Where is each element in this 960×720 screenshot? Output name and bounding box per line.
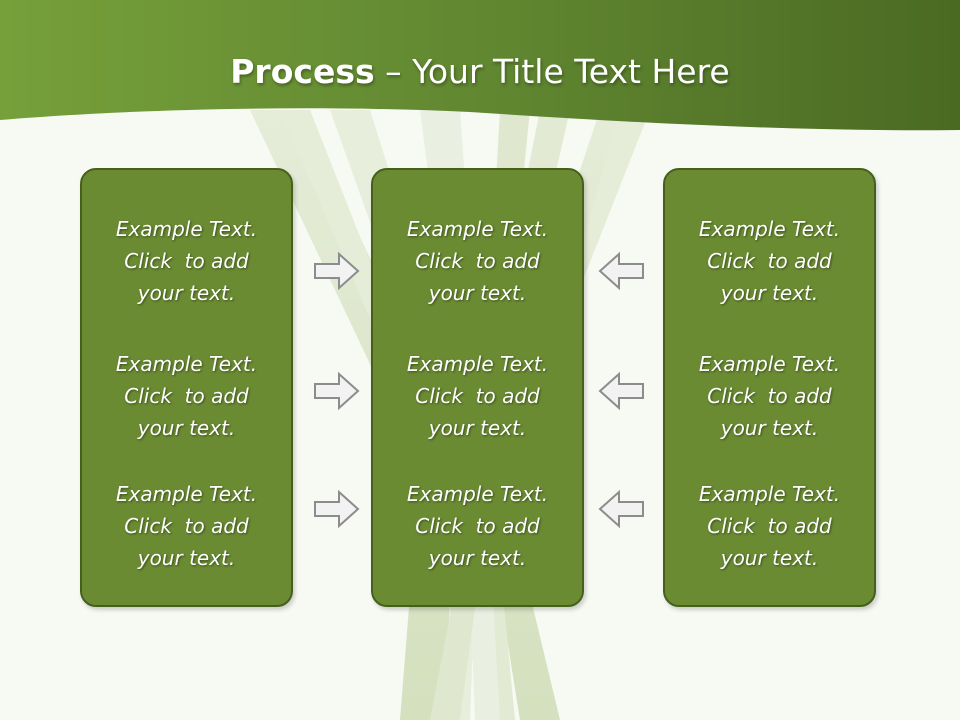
box-text[interactable]: Example Text. Click to add your text. (665, 478, 874, 574)
text-line: Click to add (415, 384, 540, 408)
text-line: Click to add (124, 384, 249, 408)
text-line: Click to add (707, 384, 832, 408)
box-text[interactable]: Example Text. Click to add your text. (373, 213, 582, 309)
text-line: Example Text. (406, 482, 549, 506)
title-bold: Process (230, 52, 375, 91)
text-line: Click to add (415, 249, 540, 273)
text-line: Click to add (415, 514, 540, 538)
process-box-left[interactable]: Example Text. Click to add your text. Ex… (80, 168, 293, 607)
arrow-right-icon (314, 489, 360, 529)
text-line: your text. (137, 416, 236, 440)
slide-title: Process – Your Title Text Here (0, 52, 960, 91)
box-text[interactable]: Example Text. Click to add your text. (82, 213, 291, 309)
box-text[interactable]: Example Text. Click to add your text. (665, 348, 874, 444)
box-text[interactable]: Example Text. Click to add your text. (373, 478, 582, 574)
arrow-left-icon (598, 371, 644, 411)
text-line: your text. (137, 281, 236, 305)
text-line: your text. (720, 546, 819, 570)
box-text[interactable]: Example Text. Click to add your text. (373, 348, 582, 444)
arrow-left-icon (598, 489, 644, 529)
text-line: Click to add (707, 514, 832, 538)
text-line: Example Text. (115, 482, 258, 506)
process-box-right[interactable]: Example Text. Click to add your text. Ex… (663, 168, 876, 607)
arrow-right-icon (314, 371, 360, 411)
text-line: Click to add (707, 249, 832, 273)
title-rest: – Your Title Text Here (374, 52, 730, 91)
text-line: Example Text. (406, 217, 549, 241)
text-line: your text. (137, 546, 236, 570)
text-line: Example Text. (698, 217, 841, 241)
header-band (0, 0, 960, 131)
text-line: your text. (428, 281, 527, 305)
box-text[interactable]: Example Text. Click to add your text. (665, 213, 874, 309)
text-line: your text. (720, 281, 819, 305)
text-line: your text. (428, 416, 527, 440)
text-line: Example Text. (115, 352, 258, 376)
text-line: Click to add (124, 249, 249, 273)
text-line: Click to add (124, 514, 249, 538)
process-box-center[interactable]: Example Text. Click to add your text. Ex… (371, 168, 584, 607)
text-line: Example Text. (698, 352, 841, 376)
text-line: Example Text. (698, 482, 841, 506)
text-line: your text. (720, 416, 819, 440)
box-text[interactable]: Example Text. Click to add your text. (82, 478, 291, 574)
text-line: your text. (428, 546, 527, 570)
text-line: Example Text. (115, 217, 258, 241)
box-text[interactable]: Example Text. Click to add your text. (82, 348, 291, 444)
text-line: Example Text. (406, 352, 549, 376)
arrow-left-icon (598, 251, 644, 291)
arrow-right-icon (314, 251, 360, 291)
